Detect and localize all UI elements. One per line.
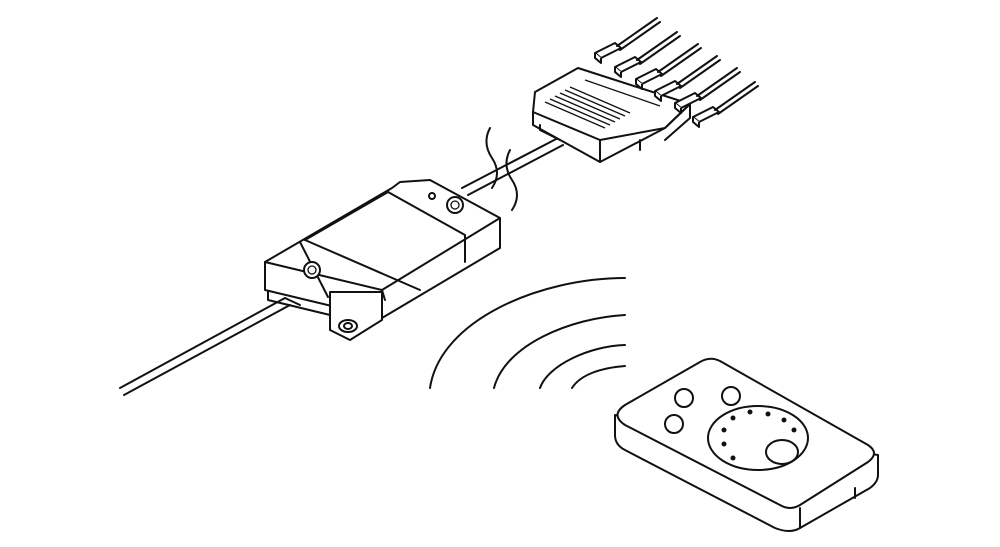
- button-icon[interactable]: [664, 414, 684, 434]
- screw-icon: [446, 196, 464, 214]
- dial-icon[interactable]: [707, 405, 809, 471]
- controller-box: [264, 179, 501, 341]
- button-icon[interactable]: [674, 388, 694, 408]
- remote-control: [614, 357, 879, 532]
- screw-icon: [303, 261, 321, 279]
- distribution-connector: [532, 67, 691, 163]
- center-button[interactable]: [765, 439, 799, 465]
- power-cable: [119, 297, 291, 396]
- led-plugs: [594, 17, 759, 128]
- output-cable: [461, 127, 564, 211]
- button-icon[interactable]: [721, 386, 741, 406]
- wireless-signal-icon: [429, 277, 626, 389]
